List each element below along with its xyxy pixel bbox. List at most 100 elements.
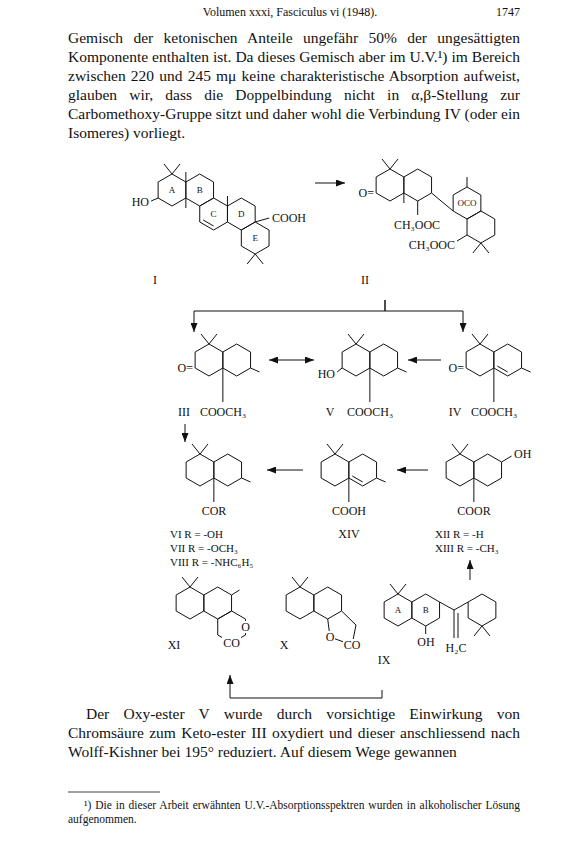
bond-line [473,478,474,502]
chem-text: A [394,606,403,615]
chem-text: CH₃OOC [393,219,441,231]
ring-bond [466,344,494,376]
bond-line [473,243,481,253]
ring-bond [158,174,186,206]
compound-structure: OCOX [270,575,365,675]
page-text: 1747 [470,5,520,20]
ring-bond [200,198,228,230]
reaction-arrow [230,675,382,698]
ring-bond [204,587,232,619]
chem-text: CH₃OOC [408,239,456,251]
chem-text: OH [513,448,532,460]
bond-line [369,368,370,402]
bond-line [200,444,208,454]
bond-line [192,444,200,454]
ring-bond [241,222,269,254]
ring-bond [214,454,242,486]
ring-bond [446,454,474,486]
chem-text: COOCH₃ [199,406,247,418]
compound-structure: O=CH₃OOCOCOCH₃OOCII [345,145,520,300]
reaction-arrow [315,183,345,184]
structure-drawing [270,575,365,675]
bond-line [390,584,398,594]
bond-line [454,610,455,638]
compound-structure: HOCOOCH₃V [316,332,406,424]
chem-text: O= [358,187,375,199]
reaction-arrow [397,470,428,471]
bond-line [185,198,186,208]
bond-line [382,159,390,169]
page-text: ¹) Die in dieser Arbeit erwähnten U.V.-A… [68,798,520,826]
bond-line [432,193,454,211]
ring-bond [474,454,502,486]
chem-text: O [240,621,251,633]
reaction-arrow [385,300,463,332]
bond-line [522,368,531,372]
chem-text: COOH [271,212,307,224]
reaction-arrow [269,360,314,361]
bond-line [417,201,418,215]
bond-line [398,584,406,594]
bond-line [251,368,260,372]
chem-text: O [325,631,336,643]
chem-text: COOR [456,505,491,517]
chem-text: IX [377,654,392,666]
bond-line [454,602,468,610]
bond-line [458,613,459,638]
chem-text: XI [167,639,182,651]
bond-line [497,366,507,372]
chem-text: V [325,406,336,418]
chem-text: COOCH₃ [346,406,394,418]
bond-line [502,456,512,462]
ring-bond [412,594,440,626]
bond-line [474,626,482,636]
chem-text: COR [201,505,228,517]
bond-line [390,159,398,169]
structure-drawing [370,580,510,690]
chem-text: I [152,274,158,286]
ring-bond [467,211,495,243]
chem-text: O= [448,362,465,374]
bond-line [203,220,213,226]
compound-structure: COOHXIV [305,442,395,547]
compound-structure: O CO XI [160,575,260,675]
bond-line [440,602,454,610]
bond-line [472,334,480,344]
chem-text: IV [448,406,463,418]
bond-line [292,577,300,587]
bond-line [327,444,335,454]
bond-line [213,478,214,502]
ring-bond [227,198,255,230]
bond-line [356,334,364,344]
page-text: Gemisch der ketonischen Anteile ungefähr… [68,28,520,142]
bond-line [460,444,468,454]
chem-text: CO [222,637,241,649]
bond-line [425,626,426,634]
bond-line [209,334,217,344]
ring-bond [286,587,314,619]
bond-line [480,334,488,344]
chem-text: C [210,210,218,219]
bond-line [398,368,407,372]
bond-line [247,254,255,264]
reaction-arrow [194,300,385,332]
chem-text: CO [343,639,362,651]
chem-text: OCO [456,199,477,208]
bond-line [222,368,223,402]
bond-line [493,368,494,402]
bond-line [482,626,490,636]
chem-text: B [422,606,430,615]
bond-line [403,193,404,203]
compound-structure: OH COOR XII R = -H XIII R = -CH₃ [430,442,540,560]
bond-line [452,444,460,454]
chem-text: XIII R = -CH₃ [434,543,500,554]
chem-text: HO [131,196,150,208]
compound-structure: ABOHH₂CIX [370,580,510,690]
bond-line [190,577,198,587]
ring-bond [195,344,223,376]
bond-line [300,577,308,587]
chem-text: E [251,234,259,243]
ring-bond [186,174,214,206]
compound-structure: HOABCDECOOHI [110,145,315,300]
chem-text: XII R = -H [434,529,485,540]
